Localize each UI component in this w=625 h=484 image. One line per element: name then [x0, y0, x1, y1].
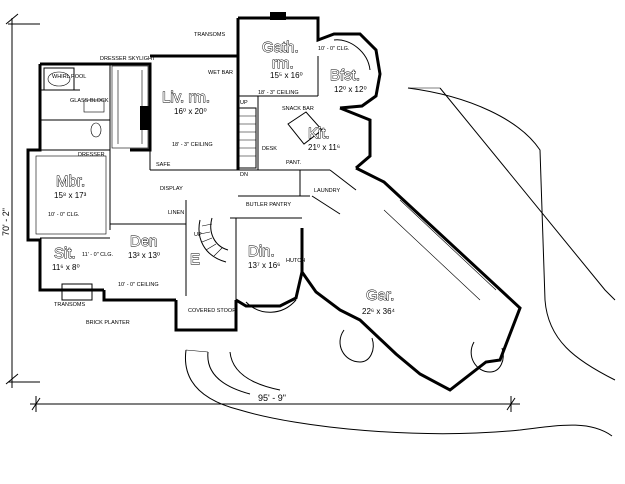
dining-room-size: 13⁷ x 16⁶ [248, 261, 280, 270]
whirlpool-note: WHIRL POOL [52, 74, 86, 80]
master-bedroom-label: Mbr. [56, 173, 85, 190]
dimension-lines [5, 13, 520, 412]
overall-width-label: 95' - 9" [258, 393, 286, 403]
desk-note: DESK [262, 146, 277, 152]
gathering-room-label-1: Gath. [262, 39, 299, 56]
gathering-room-ceiling: 10' - 0" CLG. [318, 46, 350, 52]
up-entry-note: UP [194, 232, 202, 238]
linen-note: LINEN [168, 210, 184, 216]
pantry-note: PANT. [286, 160, 302, 166]
hutch-note: HUTCH [286, 258, 305, 264]
breakfast-label: Bfst. [330, 67, 360, 84]
display-note: DISPLAY [160, 186, 183, 192]
den-ceiling: 10' - 0" CEILING [118, 282, 159, 288]
master-bedroom-ceiling: 10' - 0" CLG. [48, 212, 80, 218]
garage-label: Gar. [366, 287, 394, 304]
up-note: UP [240, 100, 248, 106]
overall-depth-label: 70' - 2" [1, 208, 11, 236]
living-room-size: 16⁰ x 20⁰ [174, 107, 207, 116]
gathering-room-size: 15⁵ x 16⁰ [270, 71, 303, 80]
entry-label: E [190, 251, 200, 268]
driveway [184, 87, 616, 437]
master-bedroom-size: 15⁸ x 17³ [54, 191, 87, 200]
transoms-bottom-note: TRANSOMS [54, 302, 86, 308]
sitting-room-ceiling: 11' - 0" CLG. [82, 252, 113, 258]
snack-bar-note: SNACK BAR [282, 106, 314, 112]
garage-size: 22⁶ x 36⁴ [362, 307, 396, 316]
gath-ceiling-note: 18' - 3" CEILING [258, 90, 299, 96]
living-room-ceiling: 18' - 3" CEILING [172, 142, 213, 148]
fixtures [35, 12, 504, 373]
gathering-room-label-2: rm. [272, 55, 294, 72]
kitchen-label: Kit. [308, 125, 330, 142]
dresser-note: DRESSER [78, 152, 105, 158]
living-room-label: Liv. rm. [162, 89, 210, 106]
wet-bar-note: WET BAR [208, 70, 233, 76]
dining-room-label: Din. [248, 243, 275, 260]
dresser-skylight-note: DRESSER SKYLIGHT [100, 56, 156, 62]
brick-planter-note: BRICK PLANTER [86, 320, 130, 326]
safe-note: SAFE [156, 162, 171, 168]
transoms-top-note: TRANSOMS [194, 32, 226, 38]
kitchen-size: 21⁰ x 11⁶ [308, 143, 340, 152]
den-label: Den [130, 233, 158, 250]
sitting-room-size: 11⁶ x 8⁰ [52, 263, 80, 272]
den-size: 13³ x 13⁰ [128, 251, 160, 260]
covered-stoop-note: COVERED STOOP [188, 308, 236, 314]
butler-pantry-note: BUTLER PANTRY [246, 202, 291, 208]
glass-block-note: GLASS BLOCK [70, 98, 109, 104]
laundry-note: LAUNDRY [314, 188, 341, 194]
dn-note: DN [240, 172, 248, 178]
breakfast-size: 12⁰ x 12⁰ [334, 85, 367, 94]
sitting-room-label: Sit. [54, 245, 76, 262]
